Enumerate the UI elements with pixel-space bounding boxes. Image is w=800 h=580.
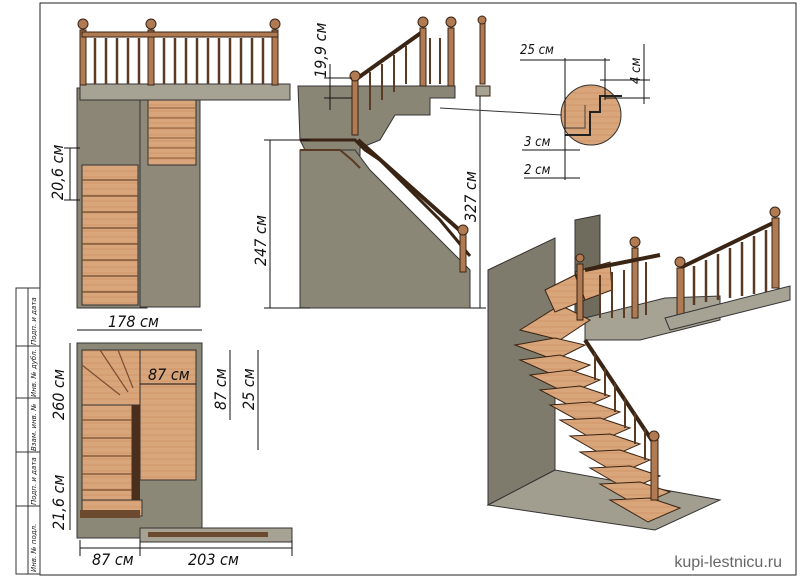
title-block: Подп. и дата Инв. № дубл. Взам. инв. № П… bbox=[15, 287, 41, 575]
dim-floor-height: 247 см bbox=[251, 215, 270, 266]
plan-view: 178 см 260 см 87 см 87 см 25 см 21,6 см … bbox=[49, 312, 293, 569]
side-view: 19,9 см 247 см 327 см bbox=[251, 15, 491, 309]
stamp-sign-date-2: Подп. и дата bbox=[30, 457, 38, 505]
stamp-orig-inv: Инв. № подл. bbox=[30, 524, 38, 572]
stamp-dup-inv: Инв. № дубл. bbox=[30, 349, 38, 397]
dim-bottom-offset: 21,6 см bbox=[49, 474, 68, 530]
dim-total-height: 327 см bbox=[461, 171, 480, 222]
dim-tread-depth: 25 см bbox=[520, 43, 554, 58]
front-view: 20,6 см bbox=[48, 18, 291, 309]
dim-landing-width: 87 см bbox=[148, 365, 190, 384]
dim-tread-small: 25 см bbox=[239, 368, 258, 410]
dim-base-right: 203 см bbox=[188, 550, 239, 569]
dim-plan-length: 260 см bbox=[49, 369, 68, 420]
stamp-sign-date-1: Подп. и дата bbox=[30, 297, 38, 345]
stamp-replace-inv: Взам. инв. № bbox=[30, 403, 38, 451]
isometric-view bbox=[486, 206, 791, 531]
nosing-detail: 25 см 4 см 3 см 2 см bbox=[439, 43, 650, 180]
dim-plan-width: 178 см bbox=[108, 312, 159, 331]
dim-nosing-height: 4 см bbox=[629, 57, 644, 84]
dim-landing-depth: 87 см bbox=[211, 368, 230, 410]
dim-nosing-inset: 2 см bbox=[524, 163, 551, 178]
dim-lower-flight-height: 20,6 см bbox=[48, 144, 67, 200]
dim-base-left: 87 см bbox=[92, 550, 134, 569]
dim-nosing-offset: 3 см bbox=[524, 135, 551, 150]
dim-riser-height: 19,9 см bbox=[311, 22, 330, 78]
watermark: kupi-lestnicu.ru bbox=[674, 554, 782, 571]
